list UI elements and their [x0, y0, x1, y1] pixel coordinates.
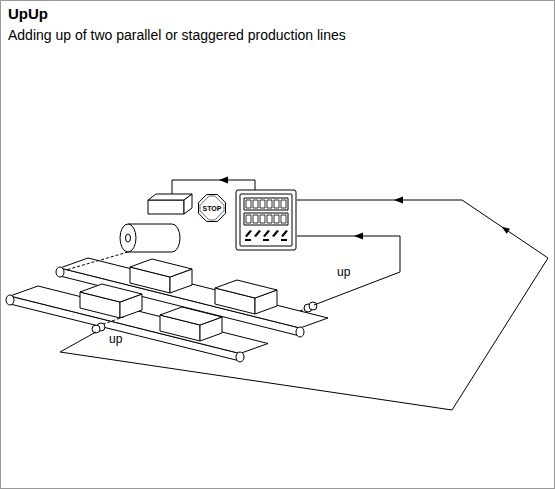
sensor	[300, 302, 317, 312]
sensor-label: up	[108, 333, 123, 346]
octagon-outline	[199, 195, 226, 222]
stop-text: STOP	[203, 205, 222, 212]
stop-sign: STOP	[198, 194, 226, 222]
motor	[66, 194, 192, 270]
wires	[60, 180, 548, 410]
sensor-label: up	[336, 266, 351, 279]
octagon-inner	[200, 196, 224, 220]
package	[160, 307, 222, 341]
package	[130, 259, 192, 293]
title: UpUp	[8, 5, 48, 23]
package	[215, 280, 277, 314]
front-conveyor	[6, 286, 268, 362]
arrowheads	[219, 177, 510, 240]
sensor	[92, 316, 126, 333]
counter	[236, 190, 296, 250]
caption: Adding up of two parallel or staggered p…	[8, 27, 346, 44]
package	[80, 284, 142, 318]
